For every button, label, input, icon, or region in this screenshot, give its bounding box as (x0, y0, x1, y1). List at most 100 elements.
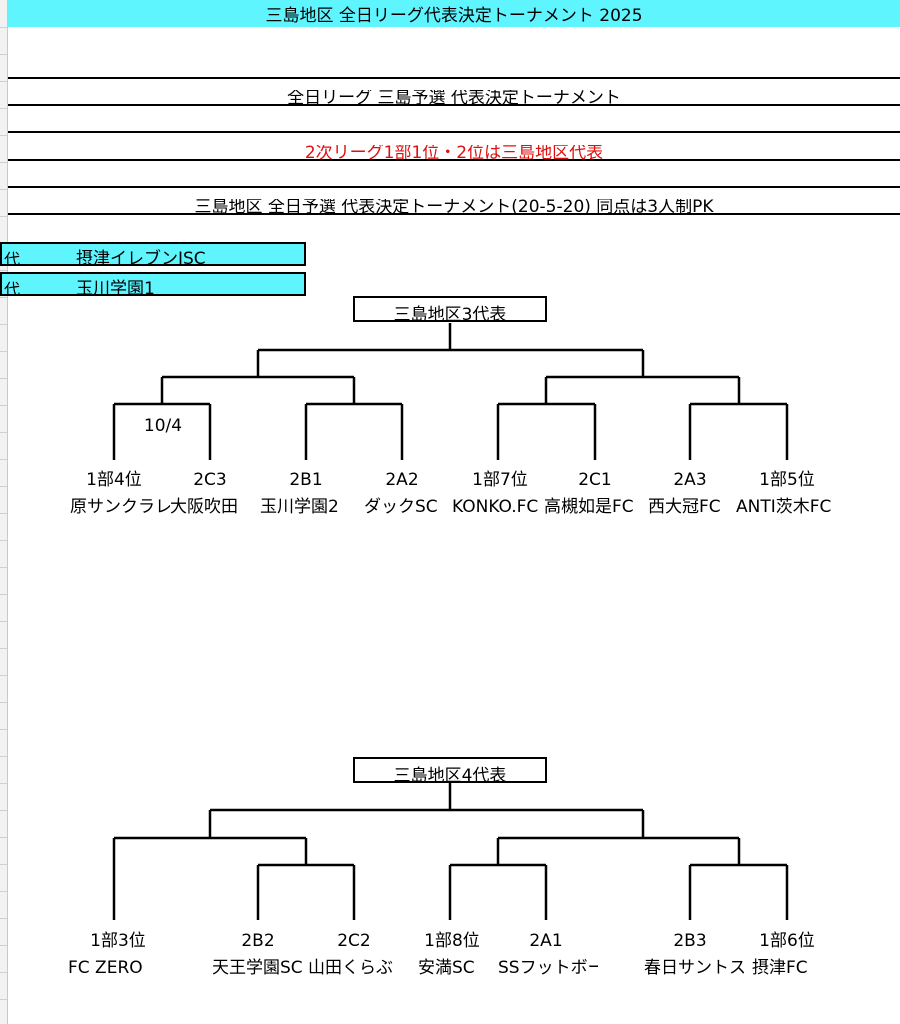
rule-line (8, 159, 900, 161)
bracket1-seed-2: 2C3 (193, 470, 227, 490)
rule-line (8, 186, 900, 188)
bracket2-team-4: 安満SC (418, 958, 475, 978)
bracket2-semi-right (496, 836, 741, 865)
row-tick (0, 81, 7, 82)
row-tick (0, 972, 7, 973)
rule-line (8, 213, 900, 215)
row-tick (0, 783, 7, 784)
rule-line (8, 77, 900, 79)
row-tick (0, 945, 7, 946)
bracket1-final-line (256, 323, 645, 377)
bracket1-qf-1 (112, 402, 212, 460)
row-tick (0, 648, 7, 649)
bracket2-final-line (208, 783, 645, 838)
row-tick (0, 594, 7, 595)
bracket1-winner-box: 三島地区3代表 (353, 296, 547, 322)
bracket2-winner-box: 三島地区4代表 (353, 757, 547, 783)
bracket2-seed-6: 2B3 (673, 931, 707, 951)
bracket2-team-7: 摂津FC (752, 958, 808, 978)
band-title-2: 2次リーグ1部1位・2位は三島地区代表 (304, 145, 604, 162)
bracket1-seed-4: 2A2 (385, 470, 419, 490)
row-tick (0, 756, 7, 757)
row-tick (0, 486, 7, 487)
bracket2-team-1: FC ZERO (68, 958, 143, 978)
bracket1-team-7: 西大冠FC (648, 497, 721, 517)
bracket2-seed-1: 1部3位 (90, 931, 146, 951)
bracket2-seed-4: 1部8位 (424, 931, 480, 951)
row-tick (0, 162, 7, 163)
qualified-row-1: 代 摂津イレブンJSC (0, 242, 306, 266)
qualified-team: 摂津イレブンJSC (76, 249, 206, 266)
band-title-1: 全日リーグ 三島予選 代表決定トーナメント (287, 90, 621, 107)
bracket2-team-2: 天王学園SC (212, 958, 303, 978)
row-tick (0, 432, 7, 433)
rule-line (8, 104, 900, 106)
row-tick (0, 270, 7, 271)
row-tick (0, 324, 7, 325)
bracket2-semi-left (112, 836, 308, 920)
row-tick (0, 729, 7, 730)
row-tick (0, 405, 7, 406)
bracket1-team-6: 高槻如是FC (544, 497, 634, 517)
bracket2-seed-7: 1部6位 (759, 931, 815, 951)
bracket1-qf-3 (496, 402, 597, 460)
bracket1-seed-8: 1部5位 (759, 470, 815, 490)
row-tick (0, 513, 7, 514)
sheet-title: 三島地区 全日リーグ代表決定トーナメント 2025 (8, 0, 900, 27)
row-tick (0, 837, 7, 838)
bracket1-team-2: 大阪吹田 (170, 497, 238, 517)
rule-line (8, 131, 900, 133)
bracket2-team-6: 春日サントス (644, 958, 744, 978)
bracket2-qf-3 (688, 863, 789, 920)
row-tick (0, 216, 7, 217)
row-tick (0, 351, 7, 352)
bracket2-seed-5: 2A1 (529, 931, 563, 951)
row-tick (0, 675, 7, 676)
row-tick (0, 108, 7, 109)
band-title-3: 三島地区 全日予選 代表決定トーナメント(20-5-20) 同点は3人制PK (194, 199, 714, 216)
row-tick (0, 135, 7, 136)
row-tick (0, 999, 7, 1000)
row-tick (0, 540, 7, 541)
row-tick (0, 54, 7, 55)
qualified-mark: 代 (4, 250, 21, 266)
row-tick (0, 27, 7, 28)
row-tick (0, 378, 7, 379)
bracket2-seed-2: 2B2 (241, 931, 275, 951)
bracket2-team-5: SSフットボール (498, 958, 598, 978)
bracket1-seed-6: 2C1 (578, 470, 612, 490)
bracket1-semi-left (160, 375, 356, 404)
row-tick (0, 459, 7, 460)
bracket1-qf-2 (304, 402, 404, 460)
bracket1-team-4: ダックSC (364, 497, 438, 517)
bracket1-seed-3: 2B1 (289, 470, 323, 490)
qualified-row-2: 代 玉川学園1 (0, 272, 306, 296)
bracket2-seed-3: 2C2 (337, 931, 371, 951)
match-date-note: 10/4 (143, 416, 183, 436)
bracket1-seed-7: 2A3 (673, 470, 707, 490)
bracket1-seed-5: 1部7位 (472, 470, 528, 490)
bracket1-semi-right (544, 375, 741, 404)
row-tick (0, 567, 7, 568)
qualified-team: 玉川学園1 (76, 279, 155, 296)
qualified-mark: 代 (4, 280, 21, 296)
row-tick (0, 891, 7, 892)
row-tick (0, 810, 7, 811)
row-tick (0, 297, 7, 298)
bracket1-seed-1: 1部4位 (86, 470, 142, 490)
row-tick (0, 702, 7, 703)
row-tick (0, 189, 7, 190)
bracket2-team-3: 山田くらぶ (308, 958, 393, 978)
bracket1-qf-4 (688, 402, 789, 460)
bracket1-team-5: KONKO.FC (452, 497, 539, 517)
row-tick (0, 621, 7, 622)
bracket1-team-3: 玉川学園2 (260, 497, 339, 517)
row-tick (0, 864, 7, 865)
bracket1-team-1: 原サンクラレ (70, 497, 170, 517)
row-tick (0, 918, 7, 919)
bracket2-qf-2 (448, 863, 548, 920)
row-gutter (0, 0, 8, 1024)
bracket1-team-8: ANTI茨木FC (736, 497, 832, 517)
bracket2-qf-1 (256, 863, 356, 920)
